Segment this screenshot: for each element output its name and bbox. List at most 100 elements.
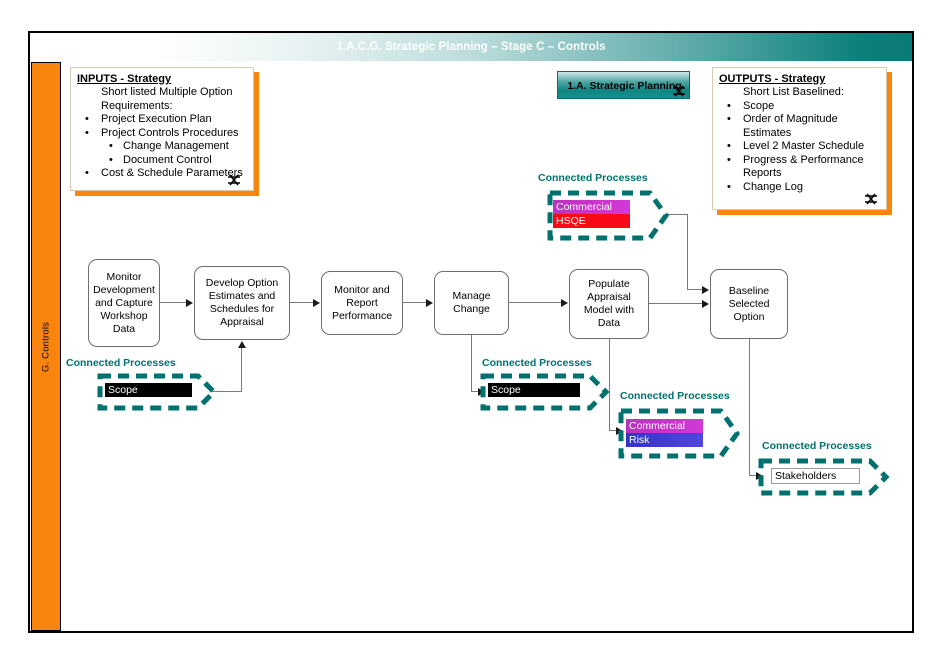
connector-line — [212, 391, 242, 392]
connector-line — [160, 302, 187, 303]
connected-processes-chevron — [757, 457, 890, 497]
connector-arrow — [313, 299, 320, 307]
inputs-panel-title: INPUTS - Strategy — [77, 73, 172, 85]
bullet-icon: • — [85, 167, 89, 179]
inputs-panel-subtitle-2: Requirements: — [101, 99, 173, 112]
connected-processes-chevron — [96, 372, 218, 412]
inputs-panel-item-label: Change Management — [123, 140, 229, 152]
outputs-panel: OUTPUTS - Strategy Short List Baselined:… — [712, 67, 887, 210]
connected-processes-title: Connected Processes — [620, 390, 730, 402]
outputs-panel-item-label: Progress & Performance — [743, 153, 864, 166]
connector-arrow — [426, 299, 433, 307]
bullet-icon: • — [727, 153, 731, 166]
process-box-label: Monitor Development and Capture Workshop… — [93, 270, 155, 335]
process-box-populate-appraisal-model[interactable]: Populate Appraisal Model with Data — [569, 269, 649, 339]
connector-line — [471, 335, 472, 392]
bullet-icon: • — [727, 140, 731, 152]
process-box-label: Develop Option Estimates and Schedules f… — [205, 277, 279, 328]
connector-line — [609, 339, 610, 431]
process-box-develop-option-estimates[interactable]: Develop Option Estimates and Schedules f… — [194, 266, 290, 340]
connector-line — [687, 289, 703, 290]
inputs-panel-item: • Cost & Schedule Parameters — [77, 167, 247, 181]
link-icon[interactable] — [227, 174, 241, 186]
inputs-panel-subtitle-1: Short listed Multiple Option — [101, 86, 233, 98]
outputs-panel-item: •Order of Magnitude — [719, 113, 880, 127]
connected-processes-chevron — [617, 407, 741, 460]
process-box-manage-change[interactable]: Manage Change — [434, 271, 509, 335]
sidebar-rail-label: G. Controls — [40, 321, 52, 372]
outputs-panel-item: • Change Log — [719, 181, 880, 195]
connector-arrow — [561, 299, 568, 307]
process-box-label: Monitor and Report Performance — [331, 283, 393, 322]
connected-process-tag[interactable]: HSQE — [553, 214, 630, 228]
outputs-panel-item: • Progress & Performance — [719, 154, 880, 168]
connected-processes-title: Connected Processes — [482, 357, 592, 369]
inputs-panel-item-label: Cost & Schedule Parameters — [101, 167, 243, 179]
connector-line — [509, 302, 562, 303]
connector-line — [403, 302, 427, 303]
inputs-panel-item-label: Document Control — [123, 153, 212, 166]
inputs-panel-item: • Document Control — [77, 154, 247, 168]
process-box-monitor-report-performance[interactable]: Monitor and Report Performance — [321, 271, 403, 335]
bullet-icon: • — [109, 140, 113, 152]
process-box-baseline-selected-option[interactable]: Baseline Selected Option — [710, 269, 788, 339]
connector-line — [749, 475, 757, 476]
inputs-panel-list: •Project Execution Plan•Project Controls… — [77, 113, 247, 181]
connector-line — [649, 303, 703, 304]
process-box-label: Manage Change — [452, 290, 491, 315]
outputs-panel-title: OUTPUTS - Strategy — [719, 73, 826, 85]
connected-processes-title: Connected Processes — [66, 357, 176, 369]
outputs-panel-item: • Scope — [719, 100, 880, 114]
bullet-icon: • — [727, 99, 731, 112]
outputs-panel-item-label: Order of Magnitude — [743, 113, 838, 125]
connector-line — [471, 391, 479, 392]
connector-line — [749, 339, 750, 476]
connected-process-tag[interactable]: Risk — [626, 433, 703, 447]
bullet-icon: • — [727, 180, 731, 193]
connected-process-tag[interactable]: Scope — [105, 383, 192, 397]
outputs-panel-item: • Level 2 Master Schedule — [719, 140, 880, 154]
outputs-panel-item-label: Change Log — [743, 180, 803, 193]
strategic-planning-chip[interactable]: 1.A. Strategic Planning — [557, 71, 690, 99]
link-icon[interactable] — [672, 85, 686, 97]
outputs-panel-item-continuation: Reports — [743, 167, 782, 179]
connector-arrow — [238, 341, 246, 348]
connected-process-tag[interactable]: Scope — [488, 383, 580, 397]
connector-line — [609, 430, 617, 431]
bullet-icon: • — [85, 113, 89, 125]
inputs-panel-item: • Change Management — [77, 140, 247, 154]
connected-process-tag[interactable]: Commercial — [626, 419, 703, 433]
inputs-panel: INPUTS - Strategy Short listed Multiple … — [70, 67, 254, 191]
connector-arrow — [702, 286, 709, 294]
connected-process-tag[interactable]: Stakeholders — [771, 468, 860, 484]
connector-arrow — [186, 299, 193, 307]
inputs-panel-item: • Project Controls Procedures — [77, 127, 247, 141]
process-box-label: Populate Appraisal Model with Data — [583, 278, 635, 329]
link-icon[interactable] — [864, 193, 878, 205]
connector-arrow — [702, 300, 709, 308]
connected-processes-title: Connected Processes — [762, 440, 872, 452]
strategic-planning-chip-label: 1.A. Strategic Planning — [567, 80, 682, 92]
connected-process-tag[interactable]: Commercial — [553, 200, 630, 214]
connector-line — [668, 214, 688, 215]
inputs-panel-item: • Project Execution Plan — [77, 113, 247, 127]
connector-line — [290, 302, 314, 303]
process-box-monitor-development[interactable]: Monitor Development and Capture Workshop… — [88, 259, 160, 347]
page-title: 1.A.C.G. Strategic Planning – Stage C – … — [336, 41, 606, 53]
header-bar: 1.A.C.G. Strategic Planning – Stage C – … — [30, 33, 912, 61]
bullet-icon: • — [85, 126, 89, 139]
outputs-panel-item-continuation: Estimates — [743, 126, 792, 139]
bullet-icon: • — [109, 153, 113, 166]
inputs-panel-item-label: Project Execution Plan — [101, 113, 212, 125]
connected-processes-title: Connected Processes — [538, 172, 648, 184]
outputs-panel-subtitle-1: Short List Baselined: — [743, 86, 844, 98]
sidebar-rail-controls: G. Controls — [31, 62, 61, 631]
inputs-panel-item-label: Project Controls Procedures — [101, 126, 239, 139]
connector-line — [687, 214, 688, 290]
connector-line — [241, 348, 242, 392]
outputs-panel-item-label: Level 2 Master Schedule — [743, 140, 865, 152]
outputs-panel-item-label: Scope — [743, 99, 775, 112]
process-box-label: Baseline Selected Option — [728, 284, 770, 323]
